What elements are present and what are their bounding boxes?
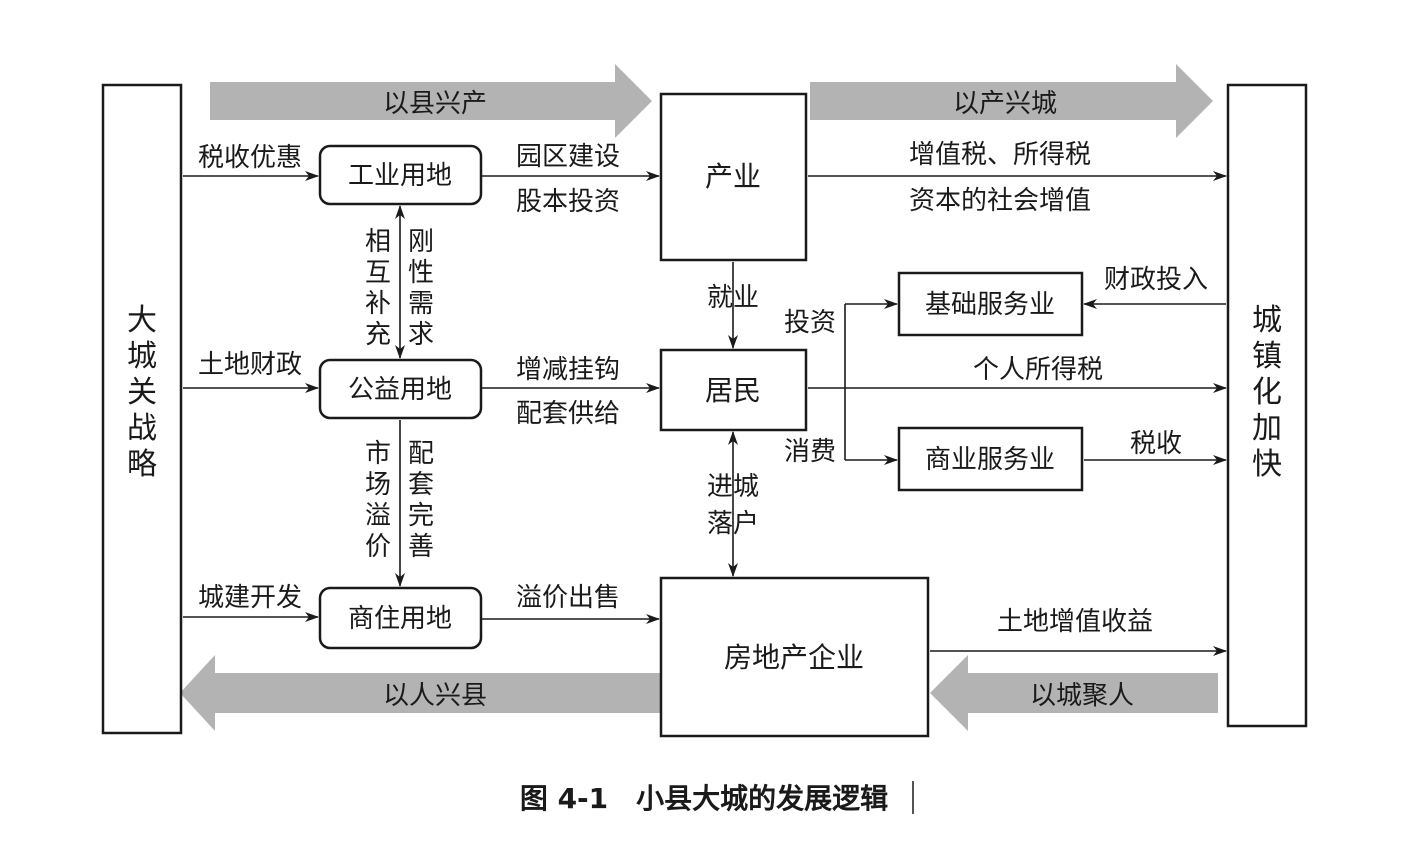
investment-label: 投资 — [784, 308, 836, 338]
market-premium-label: 市场溢价 — [365, 439, 391, 562]
personal-income-tax-label: 个人所得税 — [973, 355, 1103, 385]
right-urbanization-label: 城镇化加快 — [1252, 303, 1282, 482]
increase-decrease-link-label: 增减挂钩 — [516, 355, 620, 385]
industry-label: 产业 — [705, 160, 761, 193]
banner-people-county-label: 以人兴县 — [383, 681, 487, 711]
left-strategy-box — [101, 83, 183, 735]
industrial-land-label: 工业用地 — [348, 161, 452, 191]
employment-label: 就业 — [707, 283, 759, 313]
left-strategy-label: 大城关战略 — [127, 303, 157, 482]
commercial-services-label: 商业服务业 — [925, 445, 1055, 475]
banner-city-people-label: 以城聚人 — [1030, 681, 1134, 711]
mutual-complement-label: 相互补充 — [365, 227, 391, 350]
fiscal-input-label: 财政投入 — [1104, 265, 1208, 295]
banner-arrow-industry-city — [810, 64, 1213, 138]
residents-box — [659, 348, 808, 432]
banner-industry-city-label: 以产兴城 — [953, 89, 1057, 119]
vat-income-tax-label: 增值税、所得税 — [909, 140, 1091, 170]
real-estate-label: 房地产企业 — [724, 641, 864, 674]
consumption-label: 消费 — [784, 437, 836, 467]
supporting-supply-label: 配套供给 — [516, 399, 620, 429]
banner-county-industry-label: 以县兴产 — [383, 89, 487, 119]
premium-sale-label: 溢价出售 — [516, 583, 620, 613]
urban-development-label: 城建开发 — [198, 583, 302, 613]
capital-appreciation-label: 资本的社会增值 — [909, 186, 1091, 216]
commercial-land-box — [318, 586, 483, 650]
equity-investment-label: 股本投资 — [516, 187, 620, 217]
figure-caption: 图 4-1 小县大城的发展逻辑 — [520, 782, 888, 815]
park-construction-label: 园区建设 — [516, 142, 620, 172]
land-value-income-label: 土地增值收益 — [997, 607, 1153, 637]
commercial-services-box — [897, 426, 1084, 492]
basic-services-label: 基础服务业 — [925, 290, 1055, 320]
public-land-label: 公益用地 — [348, 375, 452, 405]
supporting-completion-label: 配套完善 — [408, 439, 434, 562]
industry-box — [659, 92, 808, 262]
residents-label: 居民 — [705, 374, 761, 407]
banner-arrow-city-people — [930, 655, 1218, 731]
tax-label: 税收 — [1130, 429, 1182, 459]
urban-settlement-line1: 进城 — [707, 472, 759, 502]
banner-arrow-people-county — [180, 655, 660, 731]
land-finance-label: 土地财政 — [198, 350, 302, 380]
banner-arrow-county-industry — [210, 64, 652, 138]
public-land-box — [318, 358, 483, 420]
right-urbanization-box — [1226, 83, 1308, 728]
industrial-land-box — [318, 144, 483, 206]
basic-services-box — [897, 271, 1084, 337]
tax-incentive-label: 税收优惠 — [198, 143, 302, 173]
real-estate-box — [659, 576, 930, 738]
commercial-land-label: 商住用地 — [348, 604, 452, 634]
rigid-demand-label: 刚性需求 — [408, 227, 434, 350]
urban-settlement-line2: 落户 — [707, 509, 759, 539]
